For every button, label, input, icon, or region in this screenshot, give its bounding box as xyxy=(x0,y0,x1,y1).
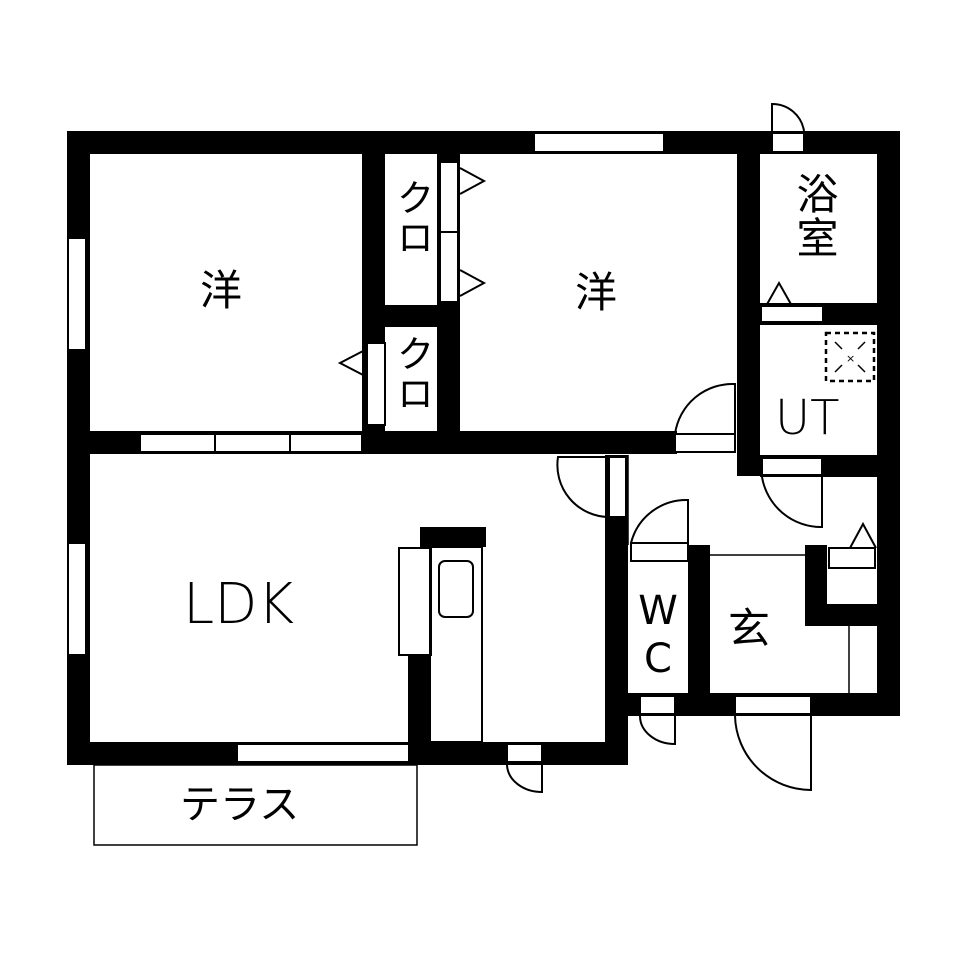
doors xyxy=(506,102,823,794)
room-label-entrance: 玄 xyxy=(728,604,771,653)
room-label-bathroom: 浴室 xyxy=(790,172,839,260)
kitchen-counter xyxy=(398,546,483,743)
room-label-western-1: 洋 xyxy=(200,266,243,315)
room-label-utility: UT xyxy=(775,390,840,446)
corridor-lines xyxy=(627,455,805,556)
terrace-outline xyxy=(93,764,418,846)
closet-doors xyxy=(337,161,877,694)
room-label-closet-1: クロ xyxy=(390,178,434,258)
room-label-western-2: 洋 xyxy=(575,268,618,317)
washing-machine-space: × xyxy=(824,331,876,383)
windows xyxy=(67,132,665,763)
room-label-toilet: WC xyxy=(635,588,681,684)
room-label-terrace: テラス xyxy=(180,782,300,828)
svg-text:×: × xyxy=(846,352,855,365)
room-label-closet-2: クロ xyxy=(390,334,434,414)
room-label-ldk: LDK xyxy=(183,572,295,637)
